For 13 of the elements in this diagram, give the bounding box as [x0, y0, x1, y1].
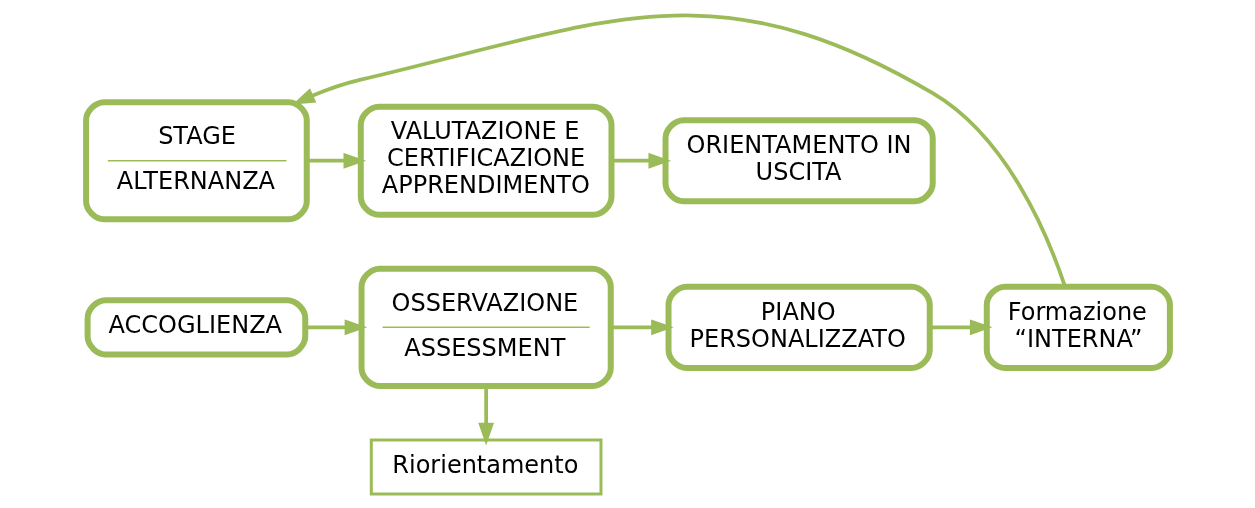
node-box: ORIENTAMENTO IN USCITA: [662, 116, 936, 204]
arrow: [306, 152, 366, 169]
arrow: [929, 318, 992, 335]
node-box: PIANO PERSONALIZZATO: [665, 283, 933, 371]
node-box: ACCOGLIENZA: [84, 296, 308, 357]
arrow: [611, 152, 671, 169]
arrow: [305, 318, 367, 335]
node-box: VALUTAZIONE E CERTIFICAZIONE APPRENDIMENTO: [357, 103, 614, 218]
node-box: STAGE ALTERNANZA: [82, 98, 310, 222]
node-box: Formazione “INTERNA”: [983, 283, 1173, 371]
node-box: Riorientamento: [369, 437, 602, 495]
node-box: OSSERVAZIONE ASSESSMENT: [358, 265, 614, 389]
arrow: [610, 318, 674, 335]
